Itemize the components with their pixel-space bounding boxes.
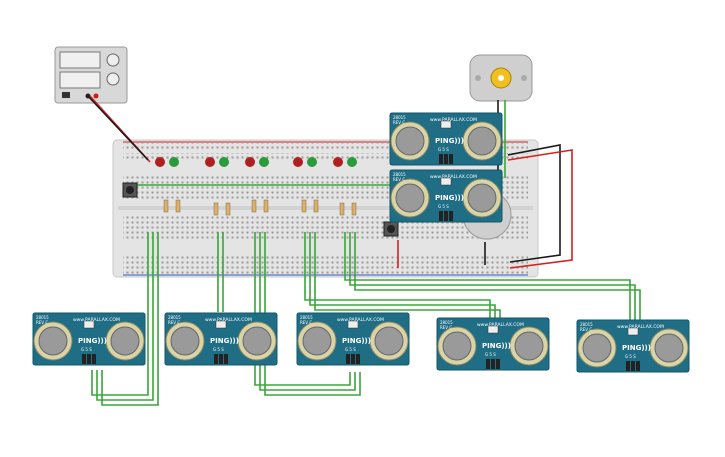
sensor-pins: G 5 S	[213, 347, 224, 352]
resistor	[351, 202, 357, 216]
sensor-rev: REV C	[36, 320, 48, 325]
resistor	[301, 199, 307, 213]
sensor-pin	[439, 154, 443, 164]
sensor-brand: www.PARALLAX.COM	[430, 117, 477, 123]
sensor-pins: G 5 S	[438, 147, 449, 152]
sensor-pins: G 5 S	[345, 347, 356, 352]
sensor-pin	[346, 354, 350, 364]
sensor-rev: REV C	[440, 325, 452, 330]
sensor-rev: REV C	[300, 320, 312, 325]
sensor-name: PING)))	[78, 337, 107, 345]
sensor-name: PING)))	[435, 137, 464, 145]
sensor-pin	[496, 359, 500, 369]
sensor-pin	[224, 354, 228, 364]
sensor-name: PING)))	[342, 337, 371, 345]
sensor-brand: www.PARALLAX.COM	[205, 317, 252, 323]
sensor-pin	[631, 361, 635, 371]
resistor	[175, 199, 181, 213]
sensor-pin	[214, 354, 218, 364]
sensor-pin	[356, 354, 360, 364]
led-pair-5	[333, 157, 357, 167]
sensor-rev: REV C	[393, 120, 405, 125]
sensor-pins: G 5 S	[438, 204, 449, 209]
sensor-pin	[449, 154, 453, 164]
led-pair-4	[293, 157, 317, 167]
sensor-model: 28015	[393, 115, 406, 120]
sensor-name: PING)))	[435, 194, 464, 202]
sensor-pins: G 5 S	[81, 347, 92, 352]
resistor	[313, 199, 319, 213]
led-pair-2	[205, 157, 229, 167]
sensor-rev: REV C	[580, 327, 592, 332]
sensor-pin	[626, 361, 630, 371]
sensor-model: 28015	[300, 315, 313, 320]
sensor-name: PING)))	[622, 344, 651, 352]
sensor-model: 28015	[168, 315, 181, 320]
resistor	[163, 199, 169, 213]
sensor-brand: www.PARALLAX.COM	[477, 322, 524, 328]
sensor-model: 28015	[440, 320, 453, 325]
sensor-model: 28015	[393, 172, 406, 177]
sensor-model: 28015	[36, 315, 49, 320]
sensor-brand: www.PARALLAX.COM	[337, 317, 384, 323]
sensor-pin	[444, 154, 448, 164]
sensor-pins: G 5 S	[485, 352, 496, 357]
sensor-pin	[449, 211, 453, 221]
wires	[87, 95, 641, 406]
sensor-pin	[486, 359, 490, 369]
dc-motor	[469, 54, 533, 102]
sensor-pin	[82, 354, 86, 364]
sensor-name: PING)))	[482, 342, 511, 350]
sensor-brand: www.PARALLAX.COM	[617, 324, 664, 330]
sensor-pin	[351, 354, 355, 364]
sensor-rev: REV C	[393, 177, 405, 182]
led-pair-3	[245, 157, 269, 167]
sensor-pin	[636, 361, 640, 371]
sensor-brand: www.PARALLAX.COM	[430, 174, 477, 180]
sensor-brand: www.PARALLAX.COM	[73, 317, 120, 323]
sensor-pin	[219, 354, 223, 364]
resistor	[225, 202, 231, 216]
resistor	[339, 202, 345, 216]
sensor-pin	[439, 211, 443, 221]
sensor-model: 28015	[580, 322, 593, 327]
sensor-pin	[491, 359, 495, 369]
resistor	[251, 199, 257, 213]
sensor-pin	[92, 354, 96, 364]
sensor-rev: REV C	[168, 320, 180, 325]
led-pair-1	[155, 157, 179, 167]
sensor-pin	[87, 354, 91, 364]
resistor	[213, 202, 219, 216]
sensor-pins: G 5 S	[625, 354, 636, 359]
sensor-pin	[444, 211, 448, 221]
resistor	[263, 199, 269, 213]
sensor-name: PING)))	[210, 337, 239, 345]
power-supply	[54, 46, 128, 104]
